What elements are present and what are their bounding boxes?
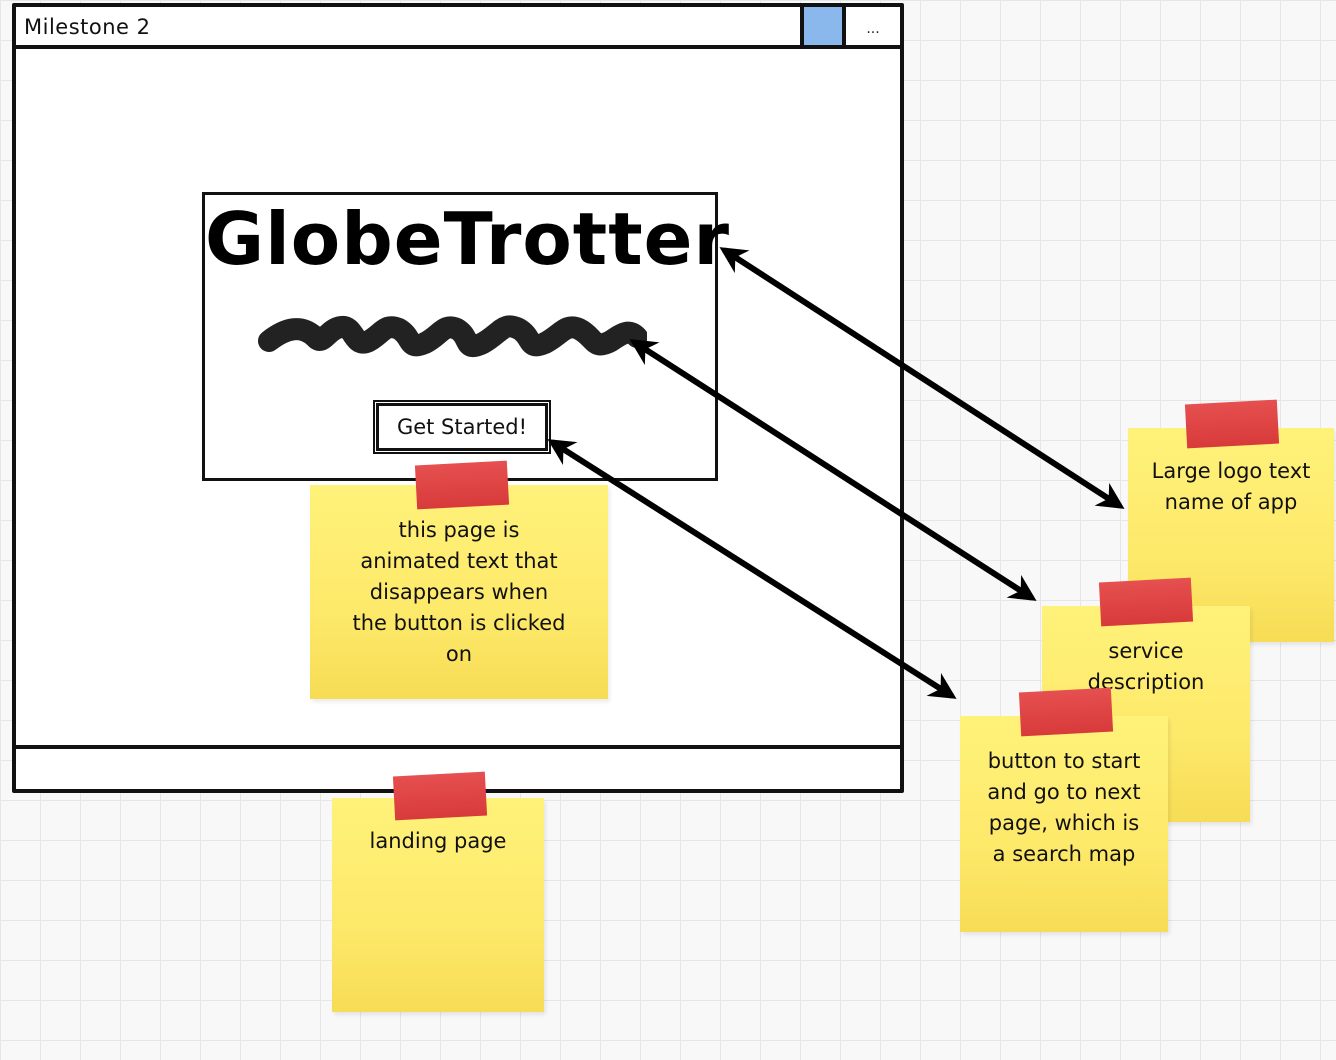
window-control-button[interactable] — [800, 7, 846, 45]
note-text: button to start and go to next page, whi… — [987, 749, 1141, 866]
tape-icon — [392, 771, 488, 821]
service-description-scribble — [258, 315, 647, 358]
note-text: service description — [1087, 639, 1205, 694]
tape-icon — [1098, 577, 1194, 627]
tape-icon — [1184, 399, 1280, 449]
get-started-button[interactable]: Get Started! — [373, 400, 551, 454]
window-title: Milestone 2 — [24, 15, 151, 39]
landing-panel: GlobeTrotter Get Started! — [202, 192, 730, 481]
tape-icon — [1018, 687, 1114, 737]
note-text: Large logo text name of app — [1151, 459, 1311, 514]
more-button[interactable]: ... — [866, 21, 880, 37]
tape-icon — [414, 460, 510, 510]
sticky-note-button: button to start and go to next page, whi… — [960, 687, 1168, 932]
note-text: this page is animated text that disappea… — [352, 518, 566, 666]
note-text: landing page — [369, 829, 507, 853]
sticky-note-animated: this page is animated text that disappea… — [310, 460, 608, 699]
app-logo-text: GlobeTrotter — [205, 197, 730, 281]
title-bar: Milestone 2 ... — [16, 7, 900, 49]
sticky-note-landing: landing page — [332, 771, 544, 1012]
